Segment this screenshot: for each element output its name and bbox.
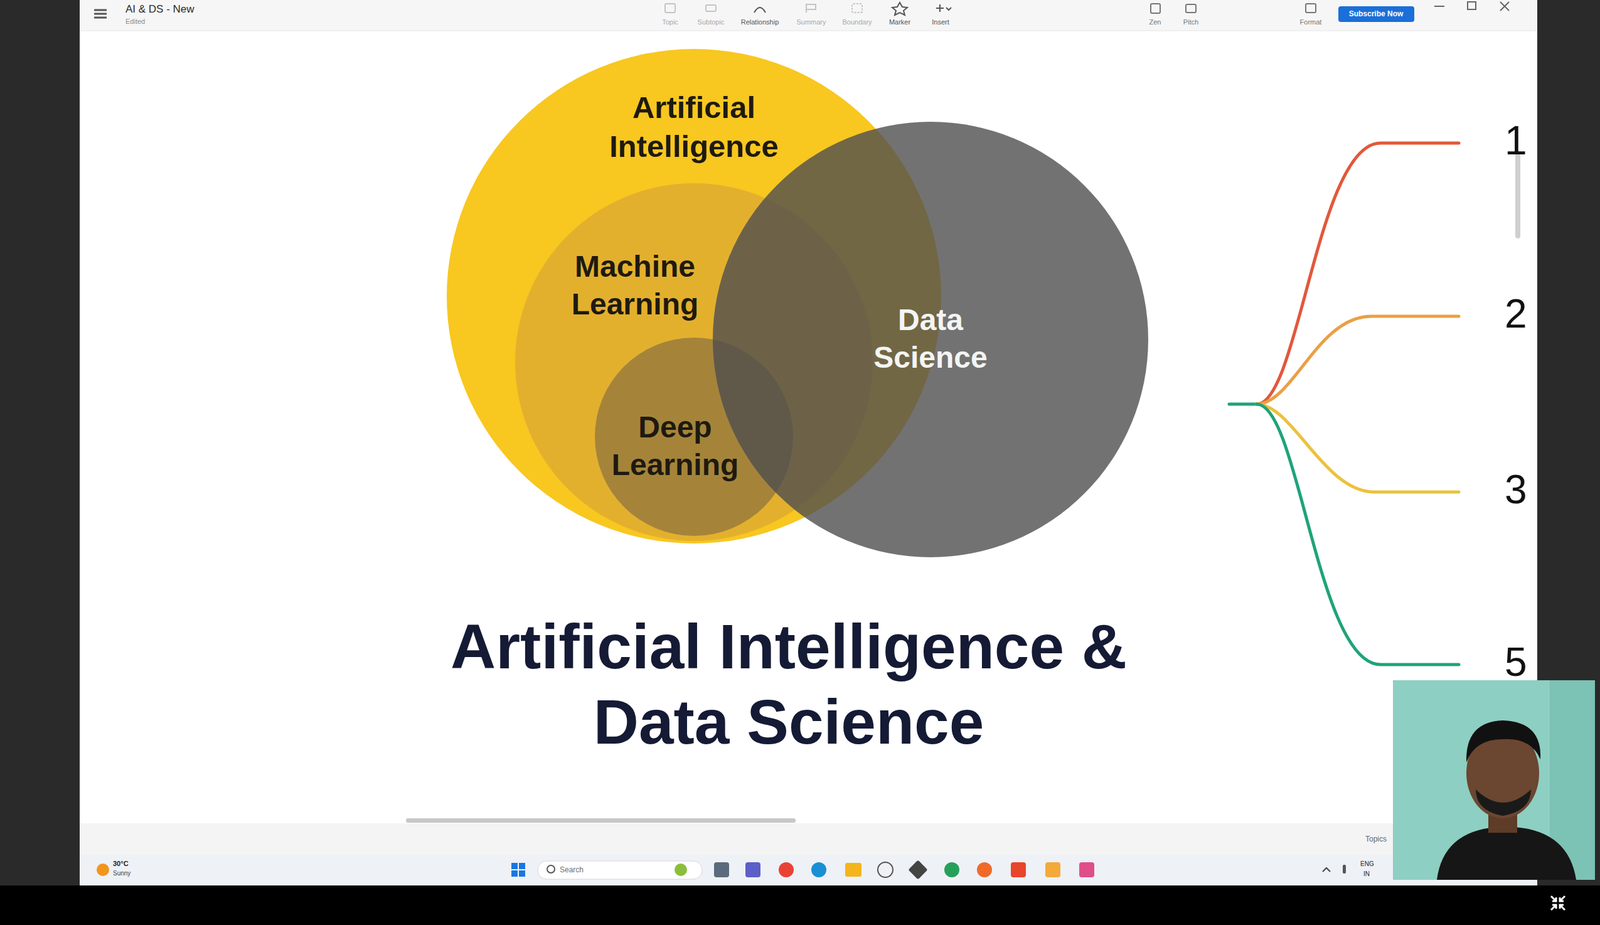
circle-label: Data Science <box>855 301 1006 377</box>
status-label: Topics <box>1365 835 1387 843</box>
search-placeholder: Search <box>559 865 584 874</box>
topic-number: 1 <box>1504 120 1528 161</box>
presenter-webcam <box>1392 680 1595 880</box>
topic-tree-lines <box>1229 143 1459 665</box>
taskbar-apps <box>714 859 1095 880</box>
tray-chevron <box>1322 867 1331 872</box>
canvas-area <box>79 0 1538 855</box>
toolbar-label: Topic <box>661 18 679 26</box>
tray-mic <box>1342 864 1346 874</box>
search-box <box>537 860 703 880</box>
file-status: Edited <box>125 18 145 26</box>
search-highlight <box>674 863 688 876</box>
weather-temp: 30°C <box>112 860 129 868</box>
toolbar-label: Boundary <box>842 18 872 26</box>
search-icon <box>547 865 555 873</box>
toolbar-label: Relationship <box>741 18 780 26</box>
slide-title: Artificial Intelligence & Data Science <box>418 608 1159 760</box>
subscribe-button <box>1338 6 1415 22</box>
circle-label: Artificial Intelligence <box>590 87 798 166</box>
topic-number: 5 <box>1504 641 1528 683</box>
toolbar-label: Marker <box>889 18 911 26</box>
tray-region: IN <box>1363 870 1370 878</box>
top-bar-border <box>79 30 1538 32</box>
windows-logo <box>511 862 526 877</box>
exit-fullscreen-icon <box>1551 896 1565 910</box>
button-label: Subscribe Now <box>1349 10 1404 18</box>
toolbar-label: Pitch <box>1183 18 1199 26</box>
circle-outline <box>712 121 1149 558</box>
horizontal-scrollbar <box>405 818 796 823</box>
top-bar <box>79 0 1538 31</box>
toolbar-label: Zen <box>1149 18 1162 26</box>
file-name: AI & DS - New <box>125 3 195 15</box>
toolbar-label: Insert <box>931 18 950 26</box>
circle-shape <box>712 121 1149 558</box>
tray-language: ENG <box>1360 860 1375 868</box>
toolbar-icons <box>665 2 1316 16</box>
circle-label: Machine Learning <box>559 247 711 324</box>
status-strip <box>79 823 1538 855</box>
topic-number: 2 <box>1504 293 1528 334</box>
weather-text: Sunny <box>112 870 131 877</box>
vertical-scrollbar <box>1515 150 1521 239</box>
toolbar-label: Summary <box>796 18 826 26</box>
circle-label: Deep Learning <box>599 408 751 484</box>
bottom-bar <box>0 885 1600 925</box>
window-controls <box>1434 1 1510 11</box>
topic-number: 3 <box>1504 469 1528 510</box>
toolbar-label: Format <box>1300 18 1323 26</box>
weather-icon <box>96 863 110 876</box>
taskbar <box>79 854 1538 886</box>
ds-circle: Data Science <box>712 121 1149 558</box>
toolbar-label: Subtopic <box>697 18 725 26</box>
menu-icon <box>94 10 107 18</box>
